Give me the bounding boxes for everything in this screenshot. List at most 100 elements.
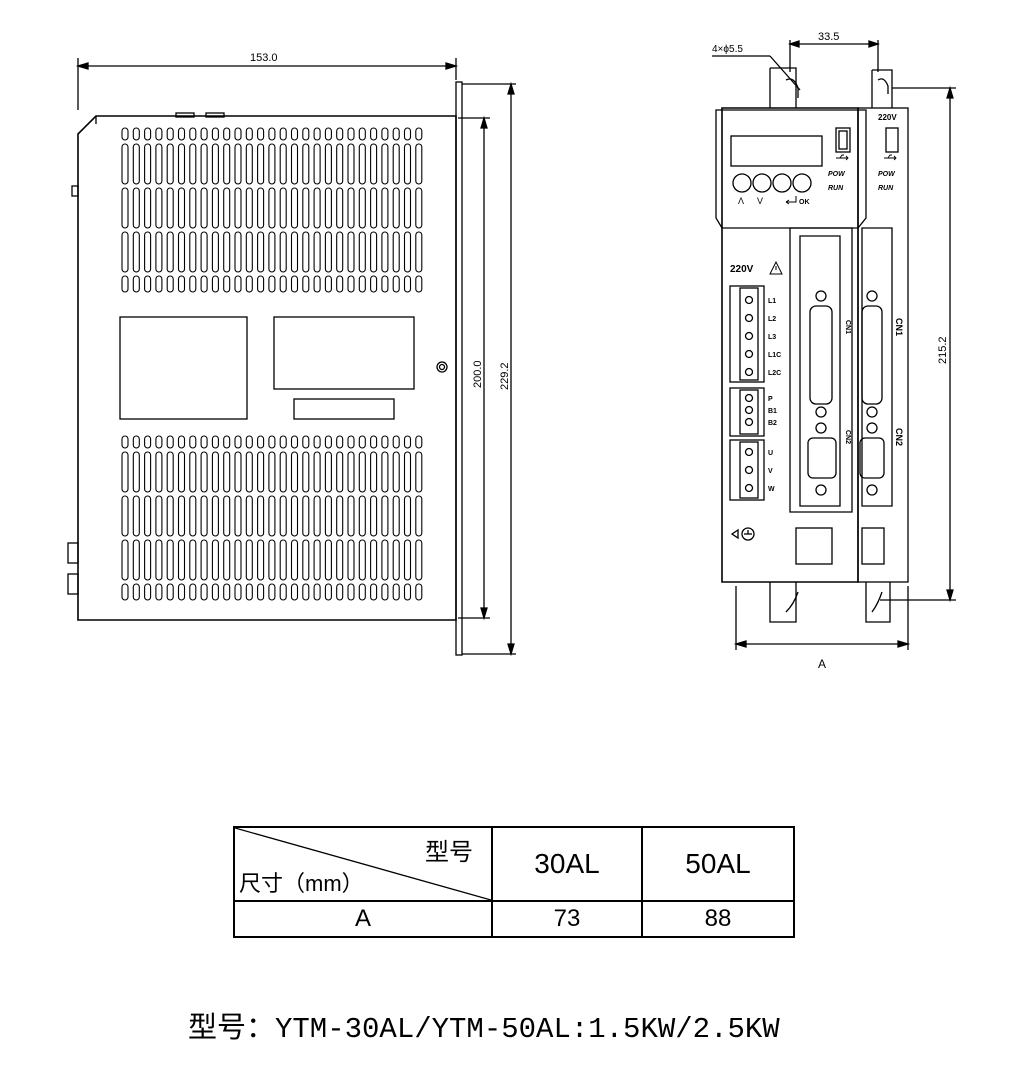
terminal-label: W	[768, 486, 775, 493]
vent-slot	[132, 143, 140, 185]
side-view	[67, 58, 516, 657]
vent-slot	[268, 495, 276, 537]
key-up-label: Λ	[738, 196, 744, 206]
vent-slot	[245, 435, 253, 449]
vent-slot	[279, 451, 287, 493]
vent-slot	[211, 495, 219, 537]
key-down-label: V	[757, 196, 763, 206]
vent-slot	[121, 143, 129, 185]
vent-slot	[302, 583, 310, 601]
vent-slot	[144, 435, 152, 449]
vent-slot	[189, 231, 197, 273]
usb-icon	[836, 154, 849, 161]
vent-slot	[257, 451, 265, 493]
row-label-a: A	[233, 900, 493, 938]
vent-slot	[358, 451, 366, 493]
vent-slot	[403, 187, 412, 229]
vent-slot	[132, 187, 140, 229]
vent-slot	[223, 127, 231, 141]
vent-slot	[358, 143, 366, 185]
vent-slot	[166, 583, 174, 601]
vent-slot	[415, 187, 423, 229]
terminal-screw	[744, 349, 754, 359]
vent-slot	[403, 583, 412, 601]
vent-slot	[302, 275, 310, 293]
vent-slot	[166, 495, 174, 537]
vent-slot	[166, 187, 174, 229]
vent-slot	[392, 435, 400, 449]
vent-slot	[223, 187, 231, 229]
vent-slot	[336, 583, 344, 601]
vent-slot	[177, 539, 186, 581]
vent-slot	[121, 435, 129, 449]
vent-slot	[257, 495, 265, 537]
terminal-label: U	[768, 450, 773, 457]
vent-slot	[155, 539, 163, 581]
vent-slot	[234, 275, 242, 293]
vent-slot	[200, 451, 208, 493]
vent-slot	[381, 127, 389, 141]
vent-slot	[415, 495, 423, 537]
vent-slot	[290, 539, 299, 581]
vent-slot	[313, 451, 321, 493]
rear-pow-label: POW	[878, 171, 896, 178]
vent-slot	[392, 143, 400, 185]
vent-slot	[223, 539, 231, 581]
vent-slot	[347, 495, 355, 537]
vent-slot	[155, 451, 163, 493]
vent-slot	[268, 231, 276, 273]
vent-slot	[245, 451, 253, 493]
vent-slot	[211, 435, 219, 449]
terminal-label: L2	[768, 316, 776, 323]
vent-slot	[144, 451, 152, 493]
vent-slot	[381, 495, 389, 537]
vent-slot	[336, 495, 344, 537]
vent-slot	[358, 275, 366, 293]
vent-slot	[155, 231, 163, 273]
vent-slot	[200, 275, 208, 293]
vent-slot	[313, 539, 321, 581]
vent-slot	[381, 435, 389, 449]
vent-slot	[257, 583, 265, 601]
vent-slot	[392, 127, 400, 141]
vent-slot	[234, 583, 242, 601]
warning-icon	[769, 260, 783, 275]
vent-slot	[302, 231, 310, 273]
vent-slot	[336, 187, 344, 229]
vent-slot	[189, 275, 197, 293]
vent-slot	[415, 451, 423, 493]
terminal-label: V	[768, 468, 773, 475]
vent-slot	[302, 143, 310, 185]
terminal-screw	[744, 483, 754, 493]
vent-slot	[211, 187, 219, 229]
vent-slot	[211, 127, 219, 141]
terminal-label: L2C	[768, 370, 781, 377]
size-table: 型号 尺寸（mm） 30AL 50AL A 73 88	[233, 826, 795, 938]
vent-slot	[177, 451, 186, 493]
vent-slot	[257, 231, 265, 273]
vent-slot	[268, 187, 276, 229]
vent-slot	[155, 583, 163, 601]
vent-slot	[358, 435, 366, 449]
vent-slot	[370, 143, 378, 185]
vent-slot	[155, 435, 163, 449]
vent-slot	[121, 451, 129, 493]
value-50al: 88	[641, 900, 795, 938]
vent-slot	[290, 451, 299, 493]
vent-slot	[268, 143, 276, 185]
vent-slot	[302, 451, 310, 493]
vent-slot	[132, 583, 140, 601]
vent-slot	[290, 143, 299, 185]
vent-slot	[234, 539, 242, 581]
vent-slot	[279, 231, 287, 273]
vent-slot	[347, 143, 355, 185]
vent-slot	[155, 495, 163, 537]
vent-slot	[245, 495, 253, 537]
vent-slot	[279, 435, 287, 449]
vent-slot	[257, 435, 265, 449]
vent-slot	[302, 495, 310, 537]
terminal-screw	[744, 367, 754, 377]
vent-slot	[347, 539, 355, 581]
vent-slot	[189, 435, 197, 449]
vent-slot	[257, 187, 265, 229]
